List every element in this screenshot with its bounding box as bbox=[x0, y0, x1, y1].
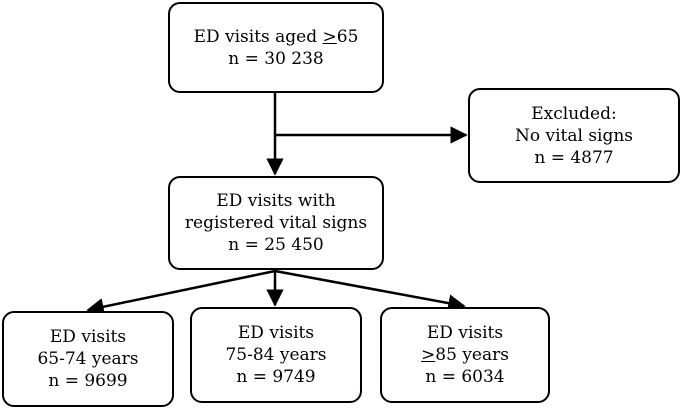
greater-equal-symbol: > bbox=[421, 345, 436, 365]
age-group-75-84-box: ED visits 75-84 years n = 9749 bbox=[190, 307, 362, 403]
age-group-75-84-label: ED visits bbox=[237, 323, 315, 343]
excluded-box: Excluded: No vital signs n = 4877 bbox=[468, 88, 680, 183]
arrow-middle-to-85-plus bbox=[274, 269, 466, 312]
greater-equal-symbol: > bbox=[322, 26, 337, 47]
vital-signs-box: ED visits with registered vital signs n … bbox=[168, 176, 384, 270]
age-group-85-plus-box: ED visits >85 years n = 6034 bbox=[380, 307, 550, 403]
vital-signs-label-line1: ED visits with bbox=[216, 191, 336, 211]
excluded-reason: No vital signs bbox=[514, 125, 634, 146]
age-group-65-74-box: ED visits 65-74 years n = 9699 bbox=[2, 311, 174, 407]
total-visits-box: ED visits aged >65 n = 30 238 bbox=[168, 2, 384, 93]
total-visits-age-threshold: 65 bbox=[336, 26, 359, 47]
age-group-65-74-count: n = 9699 bbox=[48, 371, 128, 391]
age-group-85-plus-range-text: 85 years bbox=[435, 345, 509, 365]
vital-signs-label-line2: registered vital signs bbox=[184, 213, 368, 233]
total-visits-label: ED visits aged >65 bbox=[194, 26, 359, 48]
age-group-65-74-range: 65-74 years bbox=[37, 349, 139, 369]
age-group-85-plus-label: ED visits bbox=[426, 323, 504, 343]
total-visits-label-text: ED visits aged bbox=[193, 26, 323, 47]
age-group-75-84-range: 75-84 years bbox=[225, 345, 327, 365]
age-group-75-84-count: n = 9749 bbox=[236, 367, 316, 387]
total-visits-count: n = 30 238 bbox=[228, 48, 324, 69]
age-group-85-plus-count: n = 6034 bbox=[425, 367, 505, 387]
excluded-count: n = 4877 bbox=[534, 147, 614, 168]
vital-signs-count: n = 25 450 bbox=[228, 235, 324, 255]
age-group-65-74-label: ED visits bbox=[49, 327, 127, 347]
excluded-label: Excluded: bbox=[531, 103, 617, 124]
arrow-middle-to-65-74 bbox=[86, 269, 276, 316]
age-group-85-plus-range: >85 years bbox=[421, 344, 509, 366]
